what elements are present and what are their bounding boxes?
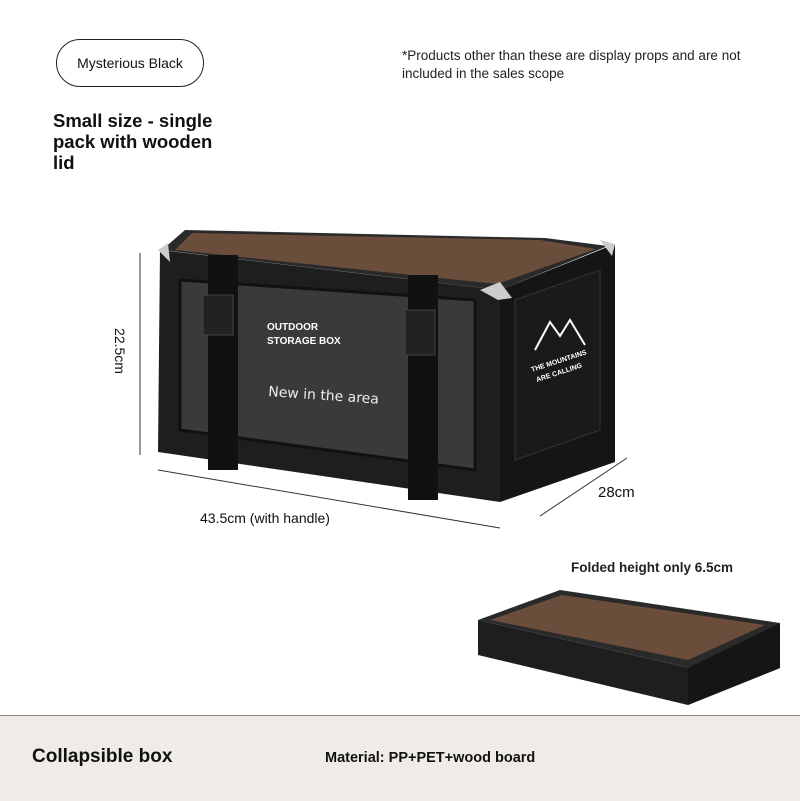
material-label: Material: PP+PET+wood board — [325, 750, 536, 766]
dimension-lines — [139, 253, 628, 529]
footer-bar: Collapsible box Material: PP+PET+wood bo… — [0, 715, 800, 801]
height-dimension-label: 22.5cm — [112, 328, 128, 374]
width-dimension-label: 43.5cm (with handle) — [200, 510, 330, 526]
depth-dimension-label: 28cm — [598, 484, 635, 501]
color-option-pill[interactable]: Mysterious Black — [56, 39, 204, 87]
box-tagline: New in the area — [268, 384, 380, 408]
box-print-line1: OUTDOOR — [267, 322, 319, 333]
product-type-label: Collapsible box — [32, 746, 173, 767]
storage-box-open: OUTDOOR STORAGE BOX New in the area THE … — [158, 230, 615, 502]
box-print-line2: STORAGE BOX — [267, 336, 341, 347]
mountain-icon — [534, 318, 586, 351]
storage-box-folded — [478, 590, 780, 705]
disclaimer-note: *Products other than these are display p… — [402, 48, 741, 81]
product-subtitle: Small size - single pack with wooden lid — [53, 110, 213, 173]
folded-height-label: Folded height only 6.5cm — [571, 560, 734, 575]
